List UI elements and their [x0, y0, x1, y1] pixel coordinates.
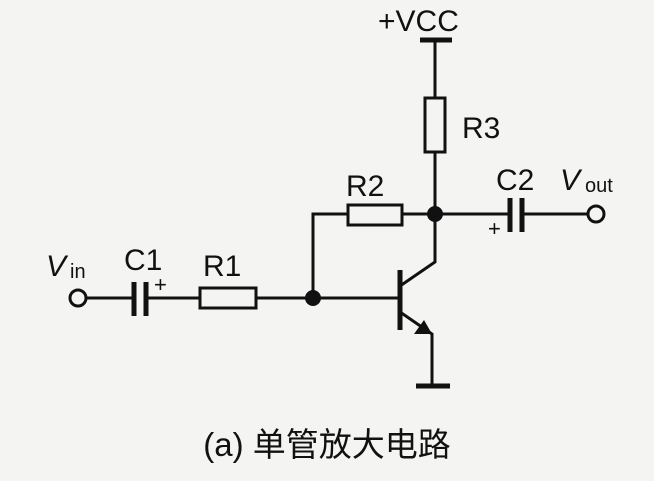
vout-label-sub: out [585, 175, 613, 197]
r2-label: R2 [346, 170, 384, 203]
vin-label-main: V [46, 250, 69, 283]
c2-label: C2 [496, 164, 534, 197]
r3-label: R3 [462, 112, 500, 145]
c2-polarity-mark: + [488, 216, 501, 241]
transistor-collector [397, 212, 437, 289]
r1-label: R1 [203, 250, 241, 283]
c1-label: C1 [124, 244, 162, 277]
r2-to-base-node-wire [311, 212, 350, 300]
c1-polarity-mark: + [154, 272, 167, 297]
resistor-r2 [346, 203, 404, 227]
output-terminal [586, 204, 606, 224]
diagram-caption: (a) 单管放大电路 [203, 426, 451, 463]
vout-label-main: V [560, 164, 583, 197]
vcc-label: +VCC [378, 5, 459, 38]
vin-label-sub: in [70, 261, 86, 283]
emitter-arrow-icon [414, 320, 432, 334]
transistor-emitter [397, 309, 434, 386]
resistor-r1 [198, 286, 258, 310]
input-terminal [68, 288, 88, 308]
resistor-r3 [423, 96, 447, 154]
